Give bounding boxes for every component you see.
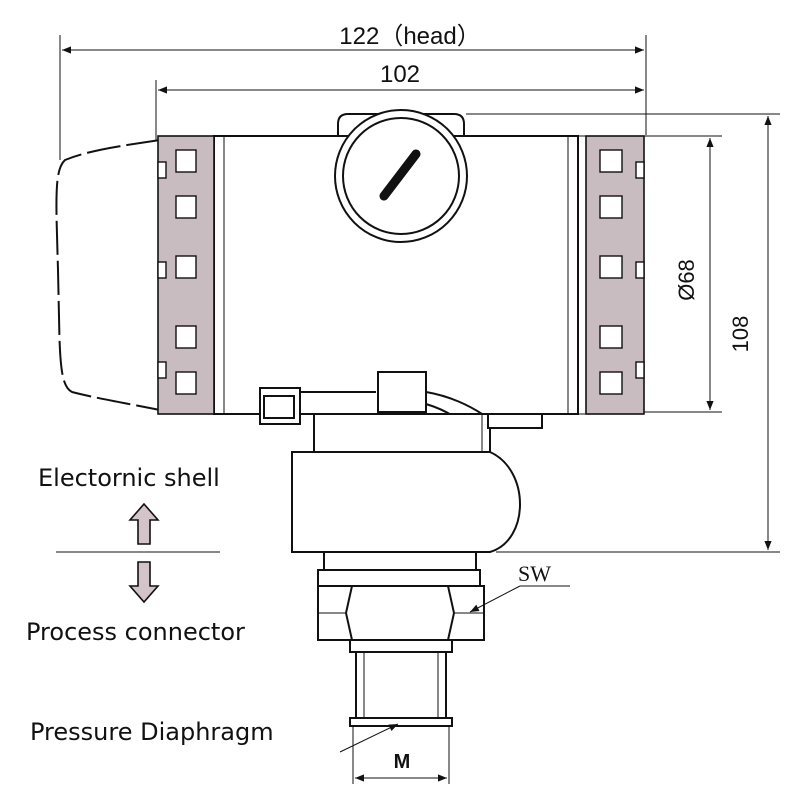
sw-label: SW — [518, 561, 551, 586]
label-process-connector: Process connector — [26, 618, 245, 646]
slot-icon — [379, 149, 421, 201]
sw-callout: SW — [469, 561, 570, 613]
arrow-down-icon — [128, 561, 160, 604]
dim-label-108: 108 — [728, 316, 753, 353]
dimension-m: M — [352, 726, 450, 784]
dimension-122-head: 122（head） — [59, 23, 647, 160]
dim-label-diameter: Ø68 — [674, 259, 699, 301]
neck-bracket — [259, 371, 543, 453]
dimension-diameter-68: Ø68 — [644, 135, 722, 413]
diaphragm-leader — [339, 723, 399, 753]
dimension-102: 102 — [155, 61, 644, 140]
thread-stub — [349, 639, 453, 727]
dim-label-122: 122（head） — [339, 23, 480, 50]
left-thread-band — [157, 135, 215, 415]
top-gland-cap — [334, 109, 468, 243]
label-pressure-diaphragm: Pressure Diaphragm — [30, 718, 274, 746]
label-electronic-shell: Electornic shell — [38, 464, 220, 492]
m-label: M — [394, 751, 411, 773]
left-cover-dome — [55, 139, 161, 411]
arrow-up-icon — [128, 502, 160, 545]
dimension-108: 108 — [466, 113, 780, 553]
process-connector — [317, 551, 485, 641]
right-thread-band — [585, 135, 645, 415]
electronic-shell-housing — [291, 451, 521, 553]
dim-label-102: 102 — [380, 61, 420, 88]
